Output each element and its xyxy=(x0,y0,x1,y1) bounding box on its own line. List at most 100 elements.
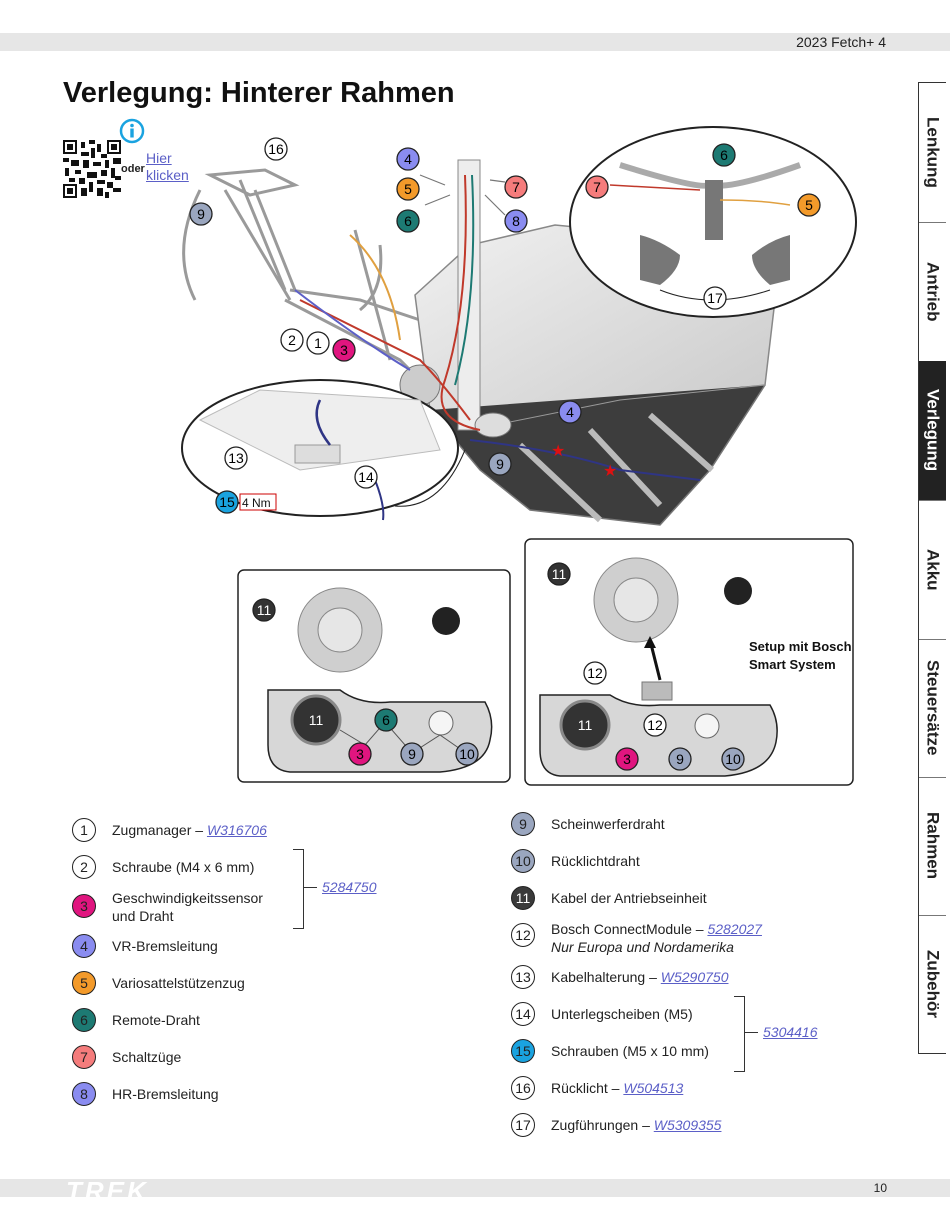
page-title: Verlegung: Hinterer Rahmen xyxy=(63,77,455,109)
svg-text:9: 9 xyxy=(496,456,504,472)
legend-badge: 3 xyxy=(72,894,96,918)
callout-9a: 9 xyxy=(189,202,213,226)
callout-3c: 3 xyxy=(615,747,639,771)
callout-9d: 9 xyxy=(668,747,692,771)
legend-item-5: 5 Variosattelstützenzug xyxy=(72,971,245,995)
legend-badge: 4 xyxy=(72,934,96,958)
svg-text:5: 5 xyxy=(404,181,412,197)
callout-6c: 6 xyxy=(374,708,398,732)
part-link[interactable]: W504513 xyxy=(623,1080,684,1096)
callout-14: 14 xyxy=(354,465,378,489)
legend-item-6: 6 Remote-Draht xyxy=(72,1008,200,1032)
info-icon xyxy=(119,118,145,144)
callout-11b: 11 xyxy=(309,712,324,728)
callout-10a: 10 xyxy=(455,742,479,766)
legend-badge: 10 xyxy=(511,849,535,873)
legend-item-14: 14 Unterlegscheiben (M5) xyxy=(511,1002,693,1026)
drive-unit-panel-right xyxy=(524,538,854,786)
svg-text:11: 11 xyxy=(257,602,272,618)
callout-7b: 7 xyxy=(585,175,609,199)
callout-15: 15 xyxy=(215,490,239,514)
callout-11d: 11 xyxy=(578,717,593,733)
tab-steuersaetze[interactable]: Steuersätze xyxy=(919,639,946,778)
svg-text:2: 2 xyxy=(288,332,296,348)
callout-3b: 3 xyxy=(348,742,372,766)
svg-text:14: 14 xyxy=(358,469,374,485)
qr-code[interactable] xyxy=(63,140,121,198)
legend-badge: 6 xyxy=(72,1008,96,1032)
legend-badge: 14 xyxy=(511,1002,535,1026)
legend-badge: 1 xyxy=(72,818,96,842)
callout-5b: 5 xyxy=(797,193,821,217)
steerer-tube xyxy=(457,159,481,431)
brand-logo: TREK xyxy=(66,1176,149,1206)
callout-3a: 3 xyxy=(332,338,356,362)
legend-badge: 9 xyxy=(511,812,535,836)
part-link-5284750[interactable]: 5284750 xyxy=(322,879,377,895)
svg-text:16: 16 xyxy=(268,141,284,157)
svg-text:4: 4 xyxy=(566,404,574,420)
red-star-2: ★ xyxy=(603,461,617,480)
footer-bar xyxy=(0,1179,950,1197)
legend-badge: 8 xyxy=(72,1082,96,1106)
drive-unit-panel-left xyxy=(237,569,511,783)
svg-text:9: 9 xyxy=(197,206,205,222)
bracket-tick xyxy=(744,1032,758,1033)
mount-detail-callout xyxy=(181,379,466,521)
callout-17: 17 xyxy=(703,286,727,310)
setup-note-line1: Setup mit Bosch xyxy=(749,639,852,654)
callout-9b: 9 xyxy=(488,452,512,476)
legend-badge: 7 xyxy=(72,1045,96,1069)
part-link-5304416[interactable]: 5304416 xyxy=(763,1024,818,1040)
part-link[interactable]: W5309355 xyxy=(653,1117,722,1133)
callout-12a: 12 xyxy=(583,661,607,685)
tab-rahmen[interactable]: Rahmen xyxy=(919,777,946,916)
qr-or-label: oder xyxy=(121,163,145,175)
legend-item-16: 16 Rücklicht – W504513 xyxy=(511,1076,683,1100)
tab-lenkung[interactable]: Lenkung xyxy=(919,83,946,223)
legend-badge: 2 xyxy=(72,855,96,879)
callout-9c: 9 xyxy=(400,742,424,766)
legend-item-13: 13 Kabelhalterung – W5290750 xyxy=(511,965,728,989)
bracket-tick xyxy=(303,887,317,888)
callout-2: 2 xyxy=(280,328,304,352)
callout-8a: 8 xyxy=(504,209,528,233)
section-tabs: Lenkung Antrieb Verlegung Akku Steuersät… xyxy=(918,82,946,1054)
setup-note-line2: Smart System xyxy=(749,657,836,672)
part-link[interactable]: 5282027 xyxy=(707,921,762,937)
part-link[interactable]: W316706 xyxy=(206,822,267,838)
red-star-1: ★ xyxy=(551,441,565,460)
svg-text:11: 11 xyxy=(552,566,567,582)
svg-text:7: 7 xyxy=(593,179,601,195)
svg-text:15: 15 xyxy=(219,494,235,510)
svg-text:10: 10 xyxy=(725,751,741,767)
svg-text:3: 3 xyxy=(623,751,631,767)
svg-text:3: 3 xyxy=(340,342,348,358)
page-number: 10 xyxy=(873,1181,887,1195)
svg-text:17: 17 xyxy=(707,290,723,306)
legend-item-15: 15 Schrauben (M5 x 10 mm) xyxy=(511,1039,709,1063)
callout-1: 1 xyxy=(306,331,330,355)
callout-4b: 4 xyxy=(558,400,582,424)
tab-akku[interactable]: Akku xyxy=(919,500,946,640)
svg-text:10: 10 xyxy=(459,746,475,762)
svg-text:8: 8 xyxy=(512,213,520,229)
callout-13: 13 xyxy=(224,446,248,470)
legend-item-4: 4 VR-Bremsleitung xyxy=(72,934,218,958)
part-link[interactable]: W5290750 xyxy=(660,969,729,985)
legend-badge: 5 xyxy=(72,971,96,995)
callout-11c: 11 xyxy=(547,562,571,586)
legend-item-11: 11 Kabel der Antriebseinheit xyxy=(511,886,707,910)
svg-text:9: 9 xyxy=(676,751,684,767)
click-here-link[interactable]: Hier klicken xyxy=(146,150,189,183)
tab-verlegung[interactable]: Verlegung xyxy=(919,361,946,501)
svg-text:3: 3 xyxy=(356,746,364,762)
legend-item-7: 7 Schaltzüge xyxy=(72,1045,181,1069)
part-group-bracket-right xyxy=(734,996,745,1072)
tab-zubehoer[interactable]: Zubehör xyxy=(923,950,943,1018)
legend-badge: 11 xyxy=(511,886,535,910)
svg-text:4: 4 xyxy=(404,151,412,167)
legend-badge: 16 xyxy=(511,1076,535,1100)
